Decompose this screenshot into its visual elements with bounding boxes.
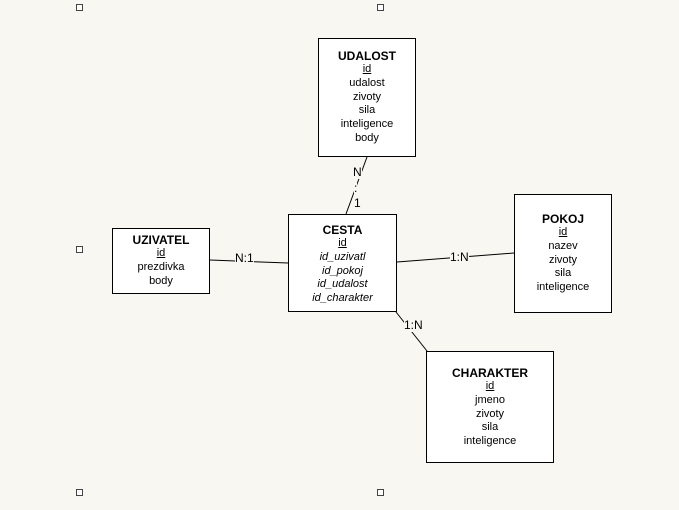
attribute: zivoty <box>548 253 578 266</box>
attribute: sila <box>481 421 499 434</box>
entity-pokoj[interactable]: POKOJ id nazev zivoty sila inteligence <box>514 194 612 313</box>
entity-title: UDALOST <box>338 49 396 63</box>
entity-title: CESTA <box>322 223 363 237</box>
foreign-key: id_pokoj <box>322 264 363 277</box>
attribute: sila <box>554 267 572 280</box>
entity-charakter[interactable]: CHARAKTER id jmeno zivoty sila inteligen… <box>426 351 554 463</box>
primary-key: id <box>156 247 166 259</box>
attribute: body <box>149 274 173 287</box>
entity-title: POKOJ <box>541 212 584 226</box>
foreign-key: id_charakter <box>312 292 373 305</box>
cardinality-udalost-separator: : <box>354 181 358 195</box>
entity-udalost[interactable]: UDALOST id udalost zivoty sila inteligen… <box>318 38 416 157</box>
foreign-key: id_udalost <box>317 278 368 291</box>
attribute: inteligence <box>340 118 394 131</box>
attribute: zivoty <box>352 90 382 103</box>
attribute: body <box>355 131 379 144</box>
attribute: nazev <box>548 239 578 252</box>
attribute: inteligence <box>536 281 590 294</box>
selection-handle-top-left[interactable] <box>76 4 83 11</box>
selection-handle-middle-left[interactable] <box>76 246 83 253</box>
selection-handle-bottom-middle[interactable] <box>377 489 384 496</box>
entity-title: UZIVATEL <box>132 233 190 247</box>
primary-key: id <box>485 380 495 392</box>
cardinality-cesta-charakter: 1:N <box>404 318 423 332</box>
selection-handle-top-middle[interactable] <box>377 4 384 11</box>
primary-key: id <box>558 226 568 238</box>
attribute: zivoty <box>475 407 505 420</box>
entity-uzivatel[interactable]: UZIVATEL id prezdivka body <box>112 228 210 294</box>
primary-key: id <box>338 237 347 249</box>
primary-key: id <box>362 63 372 75</box>
attribute: udalost <box>349 76 385 89</box>
cardinality-uzivatel-cesta: N:1 <box>235 251 254 265</box>
selection-handle-bottom-left[interactable] <box>76 489 83 496</box>
attribute: prezdivka <box>137 260 185 273</box>
entity-cesta[interactable]: CESTA id id_uzivatl id_pokoj id_udalost … <box>288 214 397 312</box>
cardinality-udalost-n: N <box>353 165 362 179</box>
entity-title: CHARAKTER <box>452 366 528 380</box>
cardinality-udalost-one: 1 <box>354 196 361 210</box>
cardinality-cesta-pokoj: 1:N <box>450 250 469 264</box>
attribute: jmeno <box>475 393 505 406</box>
foreign-key: id_uzivatl <box>319 250 366 263</box>
attribute: sila <box>358 104 376 117</box>
attribute: inteligence <box>463 435 517 448</box>
